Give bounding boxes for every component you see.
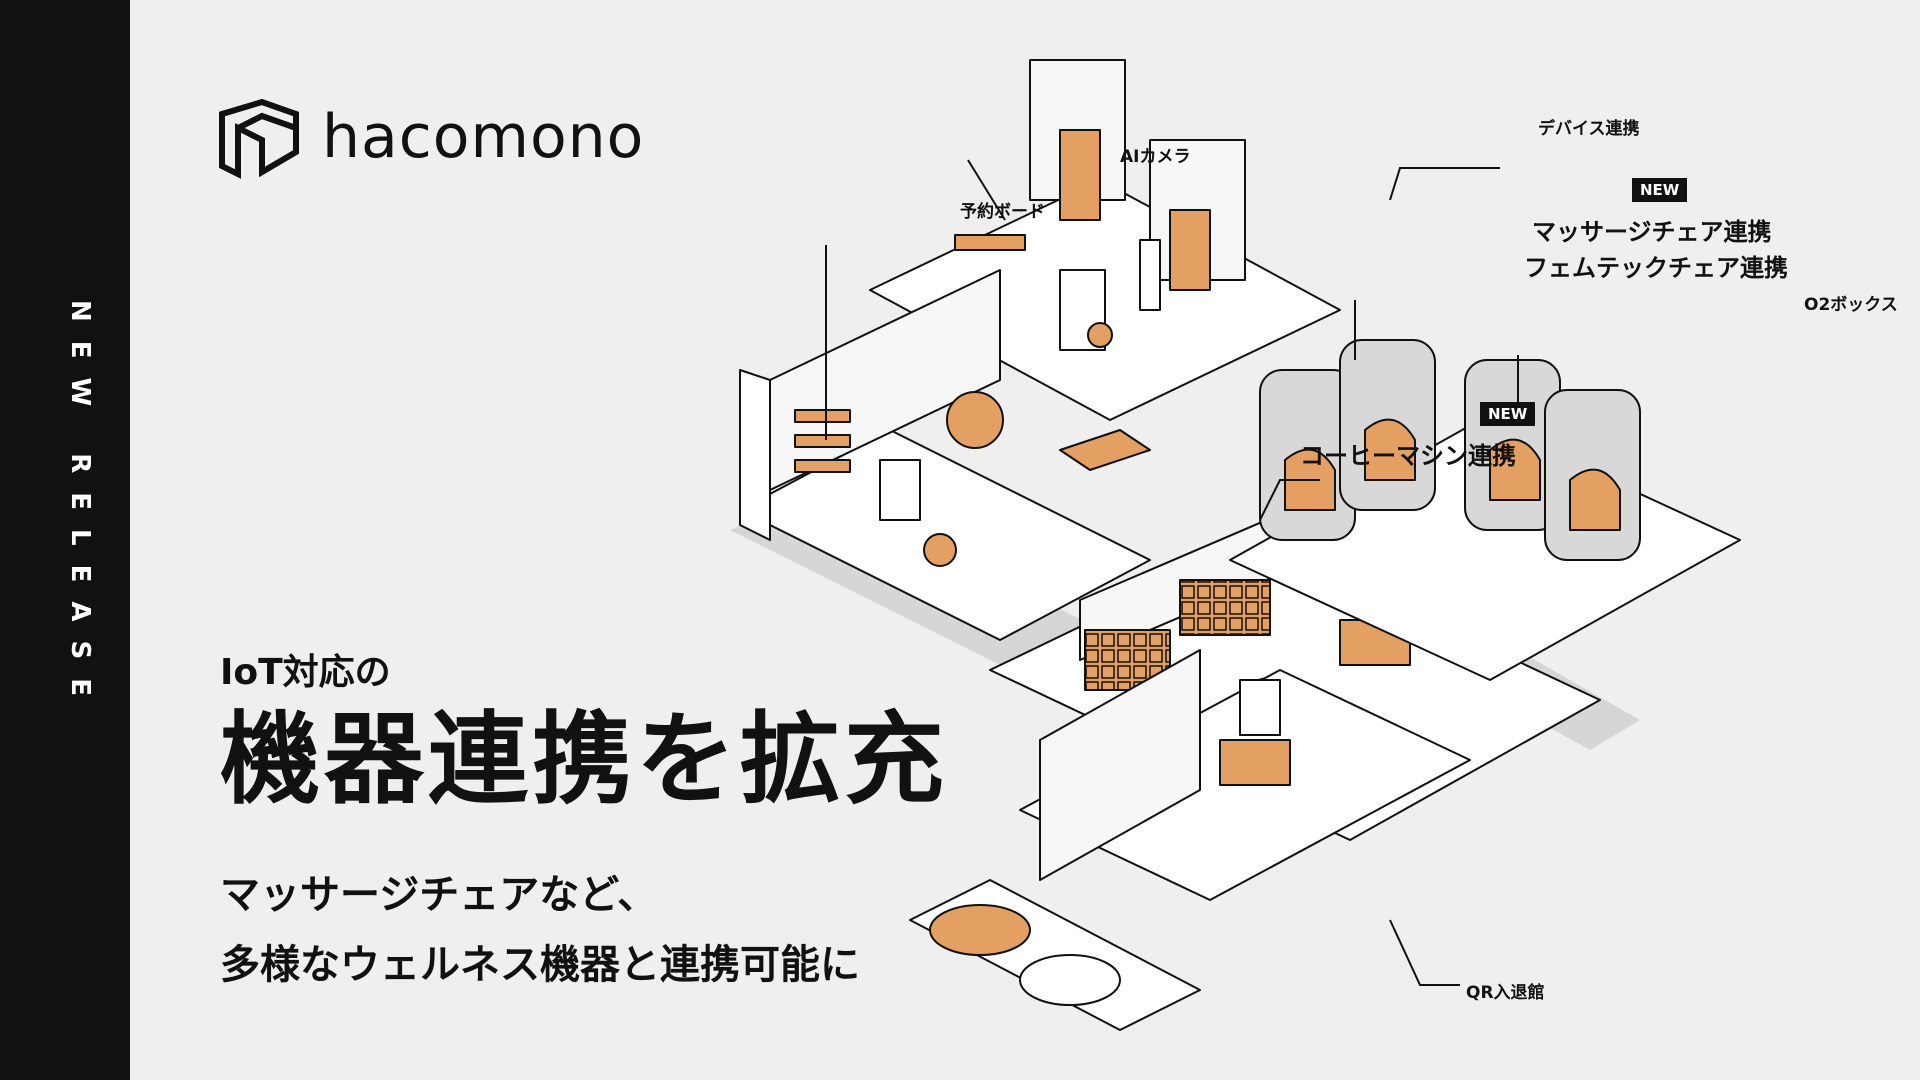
callout-qr: QR入退館	[1466, 983, 1545, 1003]
body-line-1: マッサージチェアなど、	[220, 872, 658, 918]
new-badge: NEW	[1632, 178, 1688, 202]
callout-femtech: フェムテックチェア連携	[1524, 254, 1788, 282]
callout-ai-camera: AIカメラ	[1120, 147, 1191, 167]
body-line-2: 多様なウェルネス機器と連携可能に	[220, 942, 860, 988]
new-release-label: NEW RELEASE	[65, 300, 95, 715]
isometric-facility-illustration	[730, 59, 1741, 1031]
new-badge: NEW	[1480, 402, 1536, 426]
callout-device: デバイス連携	[1538, 119, 1640, 139]
headline-main: 機器連携を拡充	[220, 701, 948, 818]
sidebar-band: NEW RELEASE	[0, 0, 130, 1080]
logo-wordmark: hacomono	[322, 102, 645, 172]
callout-o2box: O2ボックス	[1804, 295, 1898, 315]
callout-massage: マッサージチェア連携	[1532, 218, 1772, 246]
callout-booking-board: 予約ボード	[960, 202, 1045, 222]
callout-coffee: コーヒーマシン連携	[1300, 442, 1516, 470]
brand-logo: hacomono	[218, 94, 644, 180]
headline-sub: IoT対応の	[220, 652, 391, 693]
logo-mark-icon	[219, 98, 299, 179]
